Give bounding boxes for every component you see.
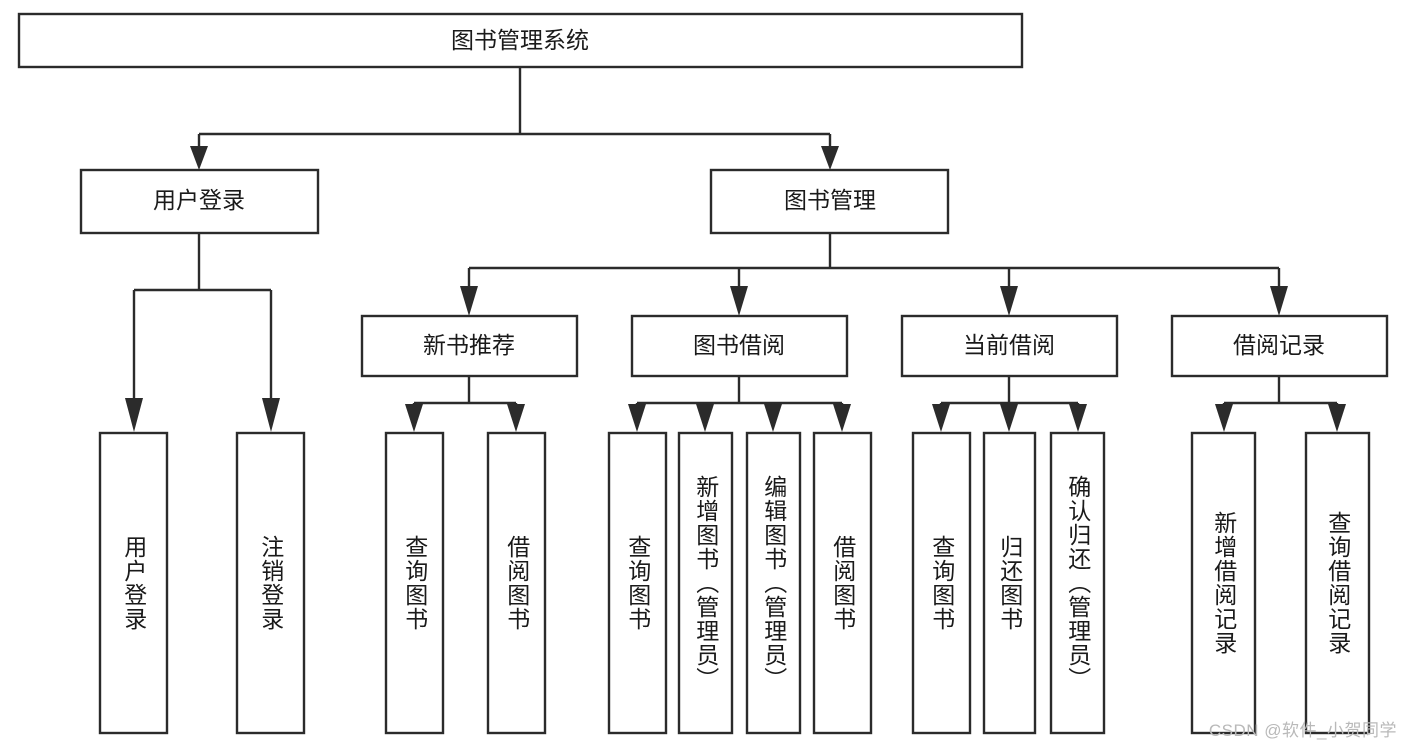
node-leaf-user-logout-box[interactable] [235, 431, 306, 735]
node-new-book-recommend[interactable]: 新书推荐 [360, 314, 579, 378]
node-current-borrow-box[interactable] [900, 314, 1119, 378]
watermark-text: CSDN @软件_小贺同学 [1208, 721, 1397, 740]
node-leaf-borrow-book-1-box[interactable] [486, 431, 547, 735]
node-book-borrow-label: 图书借阅 [693, 332, 785, 358]
connector-group-root-to-level2 [190, 67, 839, 170]
arrow-head-leaf-query-book-2 [628, 404, 646, 432]
arrow-head-current-borrow [1000, 286, 1018, 316]
node-leaf-edit-book-box[interactable] [745, 431, 802, 735]
arrow-head-leaf-borrow-book-1 [507, 404, 525, 432]
node-user-login-box[interactable] [79, 168, 320, 235]
connector-group-bookmanage-to-level3 [460, 233, 1288, 316]
arrow-head-book-borrow [730, 286, 748, 316]
connector-group-borrow-to-leaves [628, 376, 851, 432]
node-book-manage-box[interactable] [709, 168, 950, 235]
arrow-head-leaf-borrow-book-2 [833, 404, 851, 432]
connector-group-record-to-leaves [1215, 376, 1346, 432]
arrow-head-leaf-add-book [696, 404, 714, 432]
arrow-head-book-manage [821, 146, 839, 170]
arrow-head-leaf-return-book [1000, 404, 1018, 432]
node-root-label: 图书管理系统 [451, 27, 589, 53]
node-leaf-query-record-box[interactable] [1304, 431, 1371, 735]
arrow-head-leaf-query-book-1 [405, 404, 423, 432]
node-current-borrow-label: 当前借阅 [963, 332, 1055, 358]
node-new-book-recommend-box[interactable] [360, 314, 579, 378]
arrow-head-leaf-query-book-3 [932, 404, 950, 432]
node-borrow-record-box[interactable] [1170, 314, 1389, 378]
arrow-head-user-login [190, 146, 208, 170]
arrow-head-leaf-user-logout [262, 398, 280, 432]
node-book-manage-label: 图书管理 [784, 187, 876, 213]
arrow-head-borrow-record [1270, 286, 1288, 316]
node-book-manage[interactable]: 图书管理 [709, 168, 950, 235]
connector-group-current-to-leaves [932, 376, 1087, 432]
node-book-borrow-box[interactable] [630, 314, 849, 378]
node-leaf-user-login-box[interactable] [98, 431, 169, 735]
arrow-head-leaf-confirm-return [1069, 404, 1087, 432]
arrow-head-new-book-recommend [460, 286, 478, 316]
node-leaf-confirm-return-box[interactable] [1049, 431, 1106, 735]
node-root[interactable]: 图书管理系统 [17, 12, 1024, 69]
node-user-login[interactable]: 用户登录 [79, 168, 320, 235]
node-leaf-return-book-box[interactable] [982, 431, 1037, 735]
arrow-head-leaf-add-record [1215, 404, 1233, 432]
arrow-head-leaf-user-login [125, 398, 143, 432]
node-leaf-query-book-3-box[interactable] [911, 431, 972, 735]
node-root-box[interactable] [17, 12, 1024, 69]
node-user-login-label: 用户登录 [153, 187, 245, 213]
arrow-head-leaf-edit-book [764, 404, 782, 432]
node-leaf-query-book-2-box[interactable] [607, 431, 668, 735]
node-borrow-record-label: 借阅记录 [1233, 332, 1325, 358]
node-book-borrow[interactable]: 图书借阅 [630, 314, 849, 378]
node-new-book-recommend-label: 新书推荐 [423, 332, 515, 358]
leaf-boxes [98, 431, 1371, 735]
node-leaf-borrow-book-2-box[interactable] [812, 431, 873, 735]
connector-group-userlogin-to-leaves [125, 233, 280, 432]
node-leaf-query-book-1-box[interactable] [384, 431, 445, 735]
arrow-head-leaf-query-record [1328, 404, 1346, 432]
node-current-borrow[interactable]: 当前借阅 [900, 314, 1119, 378]
node-leaf-add-book-box[interactable] [677, 431, 734, 735]
node-borrow-record[interactable]: 借阅记录 [1170, 314, 1389, 378]
connector-group-recommend-to-leaves [405, 376, 525, 432]
node-leaf-add-record-box[interactable] [1190, 431, 1257, 735]
